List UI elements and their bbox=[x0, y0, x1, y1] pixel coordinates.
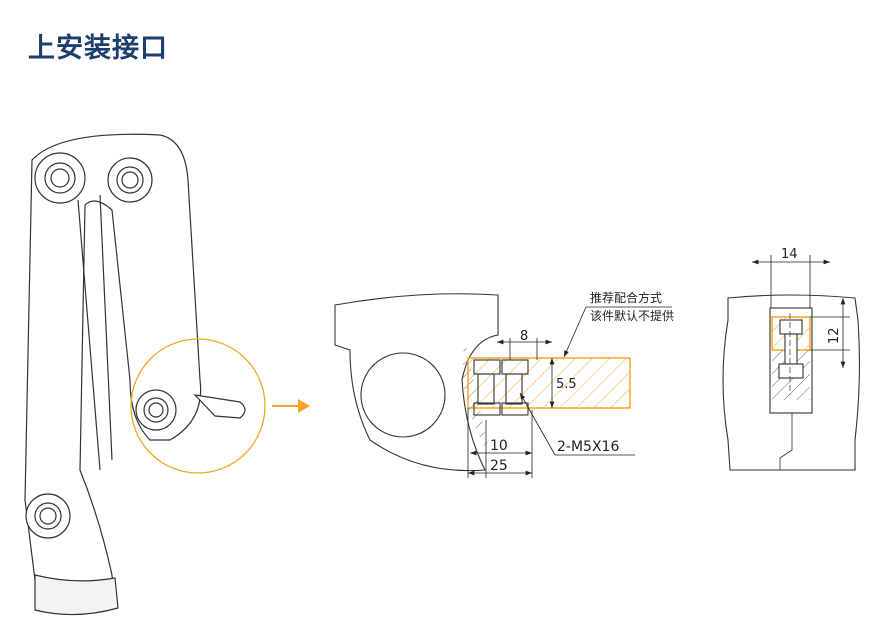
dim-label-8: 8 bbox=[520, 329, 528, 344]
page-title: 上安装接口 bbox=[28, 33, 168, 64]
screw-spec-label: 2-M5X16 bbox=[557, 439, 619, 455]
dim-label-10: 10 bbox=[490, 438, 508, 454]
detail-callout-circle bbox=[130, 338, 266, 474]
note-not-included: 该件默认不提供 bbox=[590, 308, 674, 323]
dim-label-5-5: 5.5 bbox=[556, 377, 577, 392]
note-recommended-fit: 推荐配合方式 bbox=[590, 290, 662, 305]
robot-arm-illustration bbox=[24, 133, 246, 616]
dim-label-14: 14 bbox=[781, 247, 798, 262]
front-view-drawing bbox=[722, 255, 861, 471]
dim-label-12: 12 bbox=[827, 327, 842, 344]
dim-label-25: 25 bbox=[490, 458, 508, 474]
side-view-drawing bbox=[334, 293, 672, 478]
